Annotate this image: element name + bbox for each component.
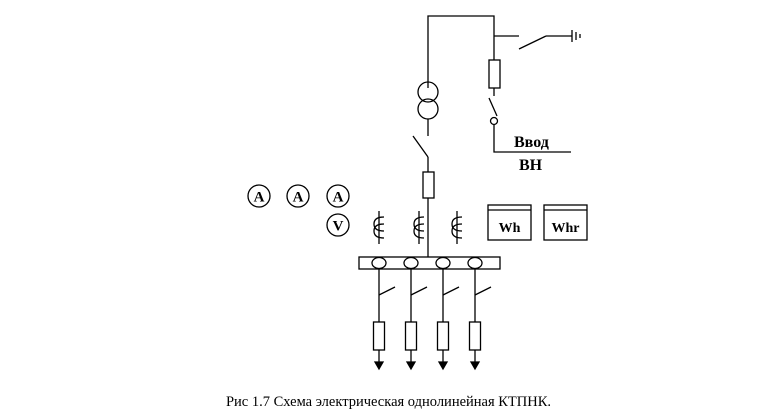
feeder-switch-blade [410, 286, 428, 296]
hv-fuse-icon [488, 59, 501, 89]
feeder-fuse-icon [372, 321, 386, 351]
feeder-arrow-icon [405, 361, 417, 371]
current-transformer-icon [413, 211, 425, 244]
hv-input-label-bottom: ВН [519, 157, 543, 174]
feeders [371, 256, 492, 371]
feeder-ct-icon [435, 256, 451, 270]
feeder-branch [371, 256, 396, 371]
current-transformer-icon [373, 211, 385, 244]
energy-meter-whr: Whr [543, 204, 588, 241]
lv-main-switch-blade [412, 135, 429, 158]
ammeter-icon: A [286, 184, 310, 208]
voltmeter-label: V [333, 219, 344, 235]
instruments: A A A V [247, 184, 350, 237]
feeder-branch [435, 256, 460, 371]
ammeter-icon: A [247, 184, 271, 208]
figure-caption: Рис 1.7 Схема электрическая однолинейная… [225, 394, 552, 410]
ground-icon [571, 30, 581, 42]
feeder-switch-blade [474, 286, 492, 296]
current-transformer-icon [451, 211, 463, 244]
earthing-switch-blade [518, 35, 547, 50]
feeder-arrow-icon [373, 361, 385, 371]
feeder-fuse-icon [436, 321, 450, 351]
meter-label-wh: Wh [499, 221, 521, 236]
ammeter-label: A [293, 190, 304, 206]
lv-main-fuse-icon [422, 171, 435, 199]
hv-disconnector-blade [488, 97, 498, 117]
energy-meter-wh: Wh [487, 204, 532, 241]
hv-input-label-top: Ввод [514, 134, 549, 151]
feeder-fuse-icon [404, 321, 418, 351]
feeder-branch [467, 256, 492, 371]
feeder-ct-icon [403, 256, 419, 270]
current-transformers [373, 211, 463, 244]
ammeter-icon: A [326, 184, 350, 208]
hv-input-wiring [427, 15, 581, 153]
feeder-switch-blade [378, 286, 396, 296]
feeder-ct-icon [467, 256, 483, 270]
hv-terminal-icon [489, 116, 499, 126]
busbar [358, 256, 501, 270]
voltmeter-icon: V [326, 213, 350, 237]
feeder-ct-icon [371, 256, 387, 270]
meter-label-whr: Whr [552, 221, 580, 236]
feeder-branch [403, 256, 428, 371]
ammeter-label: A [254, 190, 265, 206]
feeder-arrow-icon [437, 361, 449, 371]
feeder-arrow-icon [469, 361, 481, 371]
feeder-fuse-icon [468, 321, 482, 351]
feeder-switch-blade [442, 286, 460, 296]
ammeter-label: A [333, 190, 344, 206]
